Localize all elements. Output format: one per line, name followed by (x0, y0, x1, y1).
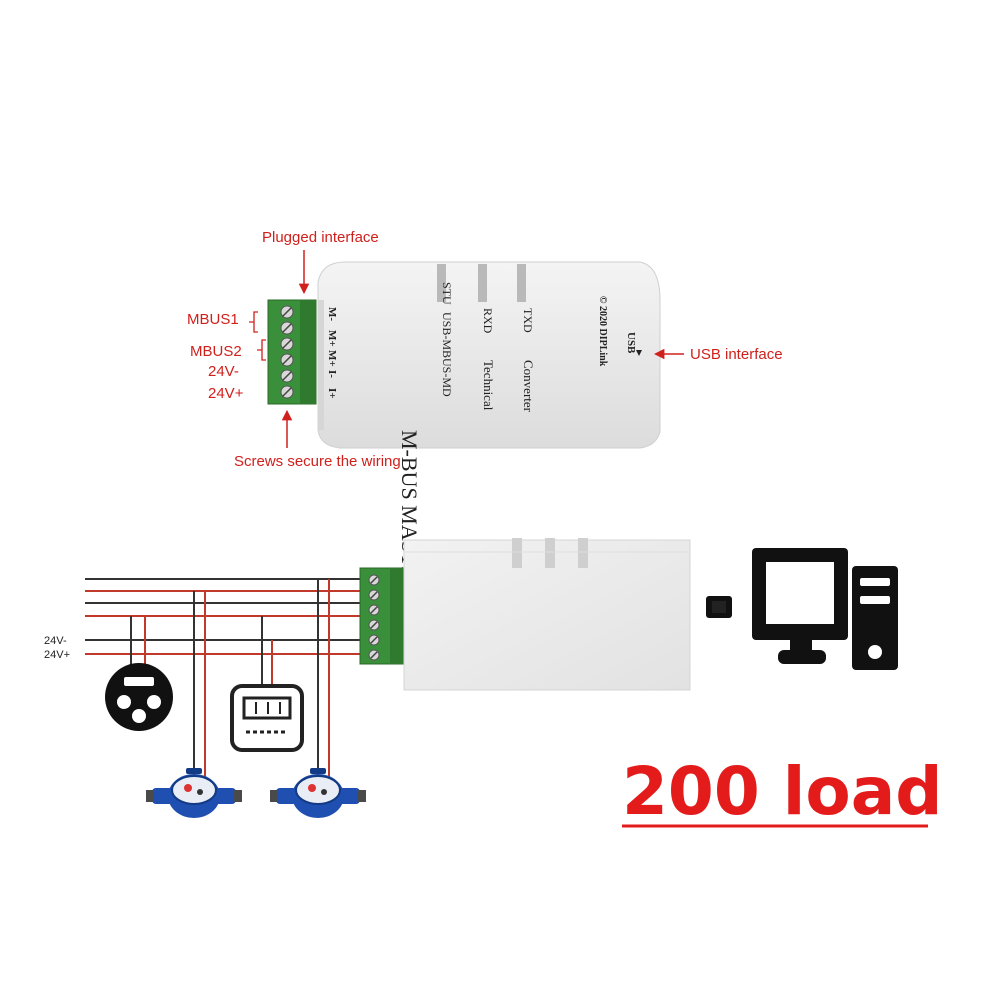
technical-label: Technical (481, 360, 496, 411)
terminal-block-icon (267, 299, 317, 405)
device-model: USB-MBUS-MD (440, 312, 454, 397)
bottom-device (403, 538, 691, 691)
bracket-icon (257, 339, 266, 361)
pin-label: M- (326, 307, 338, 321)
screw-icon (280, 305, 294, 319)
plugged-interface-label: Plugged interface (262, 229, 379, 246)
usb-plug-icon (706, 596, 732, 618)
screw-icon (368, 574, 380, 586)
pin-label: M+ (326, 350, 338, 367)
water-meter-icon (146, 768, 242, 818)
pin-label: I- (326, 370, 338, 378)
stu-led-icon (437, 264, 446, 302)
top-annotations: Plugged interface MBUS1 MBUS2 24V- 24V+ … (187, 229, 783, 470)
v24-minus-label: 24V- (208, 363, 239, 380)
load-label: 200 load (622, 753, 943, 830)
rxd-led-icon (478, 264, 487, 302)
txd-label: TXD (521, 308, 535, 333)
pin-label: I+ (326, 388, 338, 399)
txd-led-icon (517, 264, 526, 302)
bus-wires (85, 578, 362, 790)
screw-icon (280, 353, 294, 367)
brand-label: © 2020 DIPLink (597, 296, 608, 367)
top-device: M-BUS MASTER USB-MBUS-MD STU RXD Technic… (267, 261, 661, 595)
stu-label: STU (440, 282, 454, 305)
screws-label: Screws secure the wiring (234, 453, 401, 470)
bracket-icon (249, 311, 258, 333)
mbus1-label: MBUS1 (187, 311, 239, 328)
screw-icon (280, 385, 294, 399)
usb-triangle-icon (636, 350, 642, 356)
screw-icon (368, 589, 380, 601)
screw-icon (368, 649, 380, 661)
converter-label: Converter (521, 360, 536, 413)
screw-icon (280, 337, 294, 351)
usb-interface-label: USB interface (690, 346, 783, 363)
screw-icon (280, 369, 294, 383)
terminal-block-icon (359, 567, 405, 665)
screw-icon (280, 321, 294, 335)
rxd-label: RXD (481, 308, 495, 334)
smart-meter-icon (105, 663, 173, 731)
wiring-24v-plus: 24V+ (44, 649, 70, 661)
screw-icon (368, 604, 380, 616)
screw-icon (368, 619, 380, 631)
pin-label: M+ (326, 330, 338, 347)
screw-icon (368, 634, 380, 646)
electric-meter-icon (230, 684, 304, 752)
mbus2-label: MBUS2 (190, 343, 242, 360)
computer-icon (752, 548, 898, 670)
usb-label: USB (625, 332, 637, 354)
v24-plus-label: 24V+ (208, 385, 244, 402)
water-meter-icon (270, 768, 366, 818)
wiring-24v-minus: 24V- (44, 635, 67, 647)
